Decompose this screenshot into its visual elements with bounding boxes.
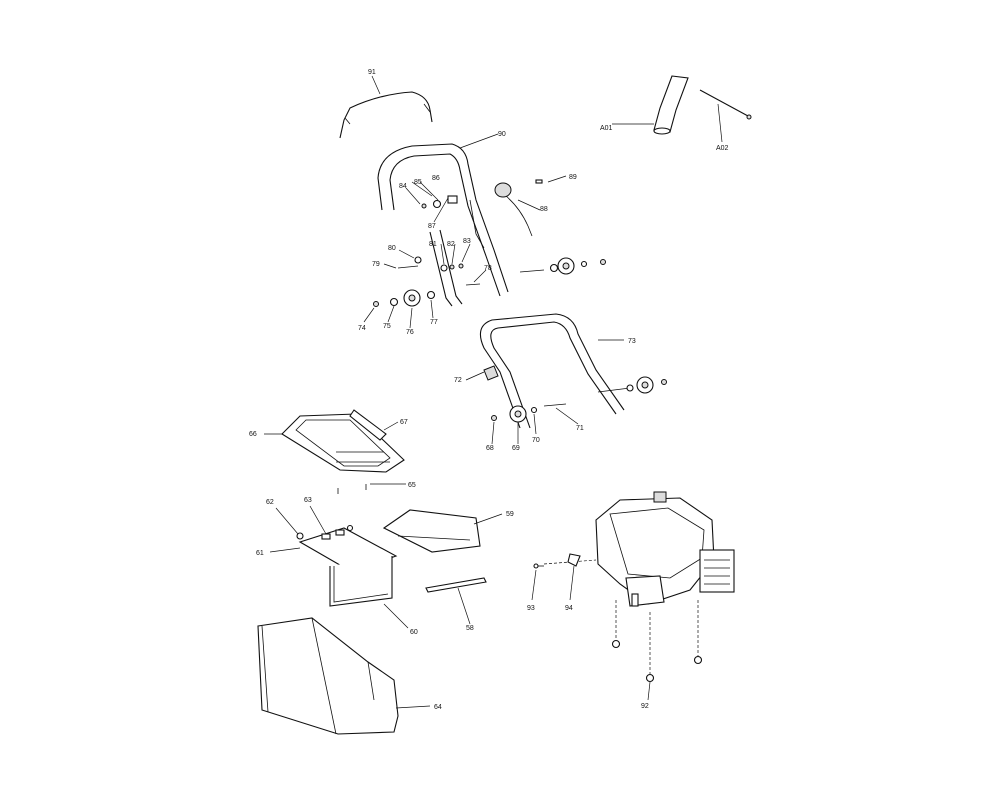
part-67-grip	[349, 409, 387, 441]
part-88-cable	[505, 195, 533, 237]
tool-a01-spark-plug-wrench	[653, 75, 689, 135]
callout-88: 88	[540, 206, 548, 213]
callout-82: 82	[447, 241, 455, 248]
hardware-79-83	[397, 256, 481, 286]
callout-74: 74	[358, 325, 366, 332]
engine-assembly	[543, 491, 735, 683]
callout-63: 63	[304, 497, 312, 504]
callout-71: 71	[576, 425, 584, 432]
part-66-bag-frame-top	[281, 413, 405, 473]
callout-83: 83	[463, 238, 471, 245]
callout-68: 68	[486, 445, 494, 452]
callout-81: 81	[429, 241, 437, 248]
callout-75: 75	[383, 323, 391, 330]
callout-66: 66	[249, 431, 257, 438]
knob-lower-right	[597, 376, 667, 394]
callout-91: 91	[368, 69, 376, 76]
callout-58: 58	[466, 625, 474, 632]
callout-94: 94	[565, 605, 573, 612]
callout-labels: 91 90 89 88 87 86 85 84 83 82 81 80 79 7…	[249, 69, 729, 711]
callout-89: 89	[569, 174, 577, 181]
leader-lines	[264, 75, 723, 709]
callout-a02: A02	[716, 145, 729, 152]
callout-90: 90	[498, 131, 506, 138]
callout-60: 60	[410, 629, 418, 636]
callout-67: 67	[400, 419, 408, 426]
callout-69: 69	[512, 445, 520, 452]
part-91-control-bar	[339, 91, 433, 139]
callout-61: 61	[256, 550, 264, 557]
callout-65: 65	[408, 482, 416, 489]
callout-70: 70	[532, 437, 540, 444]
callout-59: 59	[506, 511, 514, 518]
part-64-grass-bag	[257, 617, 399, 735]
callout-85: 85	[414, 179, 422, 186]
callout-76: 76	[406, 329, 414, 336]
part-73-lower-handle	[479, 313, 625, 429]
hardware-84-87	[421, 195, 485, 249]
callout-73: 73	[628, 338, 636, 345]
callout-a01: A01	[600, 125, 613, 132]
callout-72: 72	[454, 377, 462, 384]
callout-93: 93	[527, 605, 535, 612]
parts-93-94	[533, 553, 581, 569]
part-72-clip	[483, 365, 499, 381]
callout-86: 86	[432, 175, 440, 182]
part-90-upper-handle	[377, 143, 509, 307]
knob-left	[373, 289, 436, 307]
hardware-68-71	[491, 403, 567, 423]
part-89-lever	[494, 179, 543, 198]
callout-80: 80	[388, 245, 396, 252]
part-61-63-bag-frame	[296, 524, 398, 607]
callout-64: 64	[434, 704, 442, 711]
part-65-screws	[337, 484, 367, 494]
callout-84: 84	[399, 183, 407, 190]
knob-upper-right	[519, 257, 606, 275]
callout-79: 79	[372, 261, 380, 268]
part-58-rod	[425, 577, 487, 593]
callout-62: 62	[266, 499, 274, 506]
callout-78: 78	[484, 265, 492, 272]
callout-92: 92	[641, 703, 649, 710]
tool-a02-bar	[699, 89, 752, 120]
part-59-rear-flap	[382, 509, 481, 553]
callout-77: 77	[430, 319, 438, 326]
callout-87: 87	[428, 223, 436, 230]
